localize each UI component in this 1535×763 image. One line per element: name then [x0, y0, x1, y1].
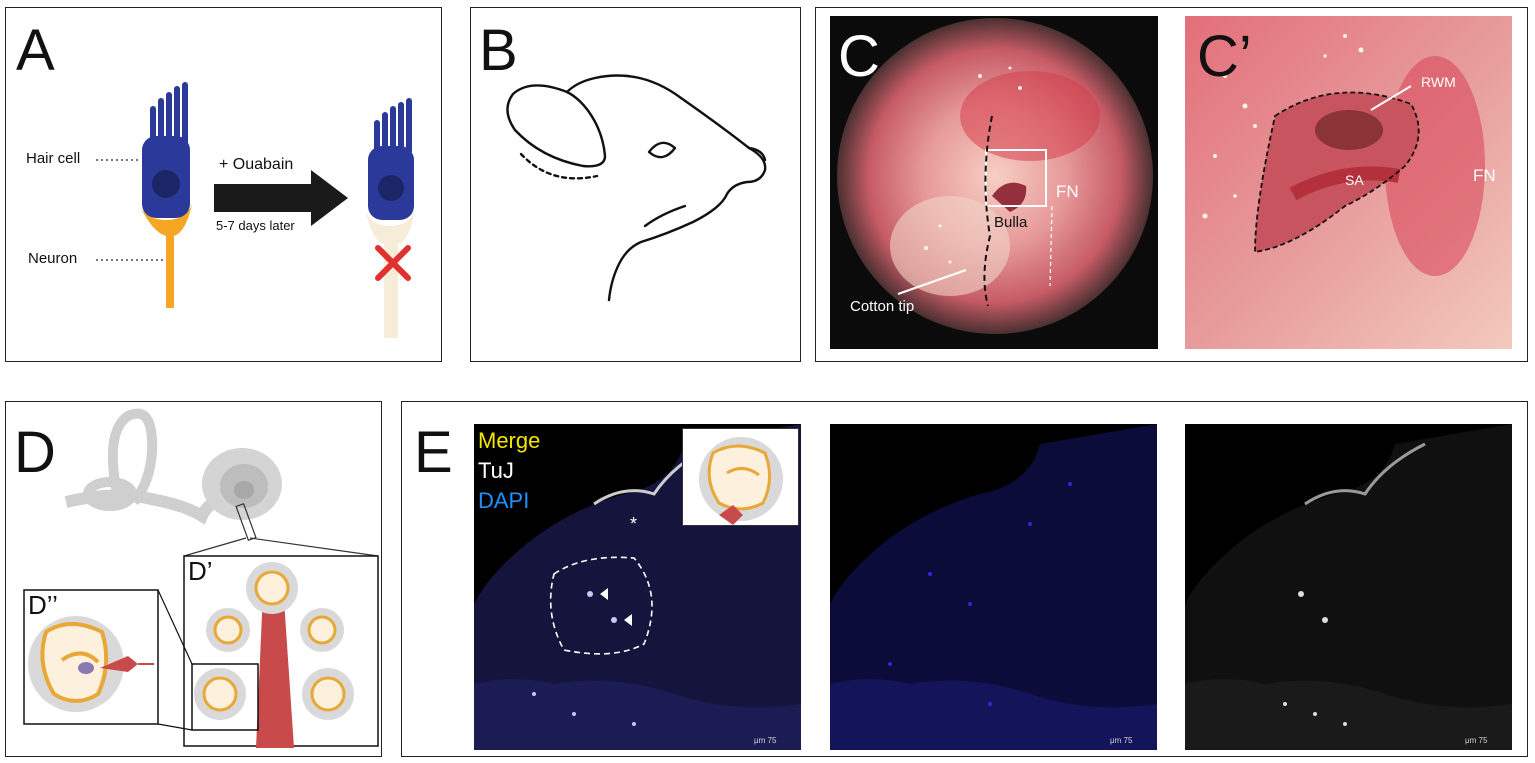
- scale-unit-tuj: μm: [1465, 736, 1476, 745]
- sa-label: SA: [1345, 172, 1364, 188]
- rwm-label: RWM: [1421, 74, 1456, 90]
- scale-value-dapi: 75: [1124, 736, 1133, 745]
- neuron-left: [139, 204, 192, 308]
- image-dapi: μm 75: [830, 424, 1157, 750]
- scale-bar-merge: μm 75: [754, 736, 776, 745]
- legend-tuj: TuJ: [478, 456, 540, 486]
- inset-cochlea: [682, 428, 799, 526]
- panel-d-sub1-letter: D’’: [28, 592, 58, 618]
- surgical-view-c: C FN Bulla Cotton tip: [830, 16, 1158, 349]
- hair-cell-label: Hair cell: [26, 150, 80, 167]
- bulla-label: Bulla: [994, 214, 1027, 231]
- treatment-label: + Ouabain: [219, 156, 293, 174]
- scale-bar-dapi: μm 75: [1110, 736, 1132, 745]
- time-label: 5-7 days later: [216, 218, 295, 233]
- panel-d-sub2-letter: D’: [188, 558, 213, 584]
- image-merge: Merge TuJ DAPI * μm 75: [474, 424, 801, 750]
- surgical-view-c-zoom: C’ RWM SA FN: [1185, 16, 1512, 349]
- stereocilia-right: [374, 98, 412, 154]
- nucleus-left: [152, 170, 180, 198]
- scale-value-merge: 75: [768, 736, 777, 745]
- cotton-tip-label: Cotton tip: [850, 298, 914, 315]
- scale-unit-merge: μm: [754, 736, 765, 745]
- panel-e-letter: E: [414, 424, 453, 482]
- legend: Merge TuJ DAPI: [478, 426, 540, 516]
- panel-c-letter: C: [838, 28, 880, 86]
- panel-c-zoom-letter: C’: [1197, 28, 1252, 86]
- scale-bar-tuj: μm 75: [1465, 736, 1487, 745]
- image-tuj: μm 75: [1185, 424, 1512, 750]
- scale-unit-dapi: μm: [1110, 736, 1121, 745]
- mouse-head-outline: [471, 8, 802, 363]
- legend-dapi: DAPI: [478, 486, 540, 516]
- fn-label-c-zoom: FN: [1473, 166, 1496, 186]
- panel-a: A: [5, 7, 442, 362]
- neuron-label: Neuron: [28, 250, 77, 267]
- fn-label-c: FN: [1056, 182, 1079, 202]
- eye-outline: [649, 143, 675, 157]
- panel-c-frame: C FN Bulla Cotton tip: [815, 7, 1528, 362]
- panel-e: E Merge TuJ DAPI *: [401, 401, 1528, 757]
- asterisk-label: *: [630, 514, 637, 535]
- head-outline: [595, 76, 765, 301]
- scale-value-tuj: 75: [1479, 736, 1488, 745]
- legend-merge: Merge: [478, 426, 540, 456]
- nucleus-right: [378, 175, 404, 201]
- hair-cell-diagram: [6, 8, 443, 363]
- panel-d: D: [5, 401, 382, 757]
- panel-b: B: [470, 7, 801, 362]
